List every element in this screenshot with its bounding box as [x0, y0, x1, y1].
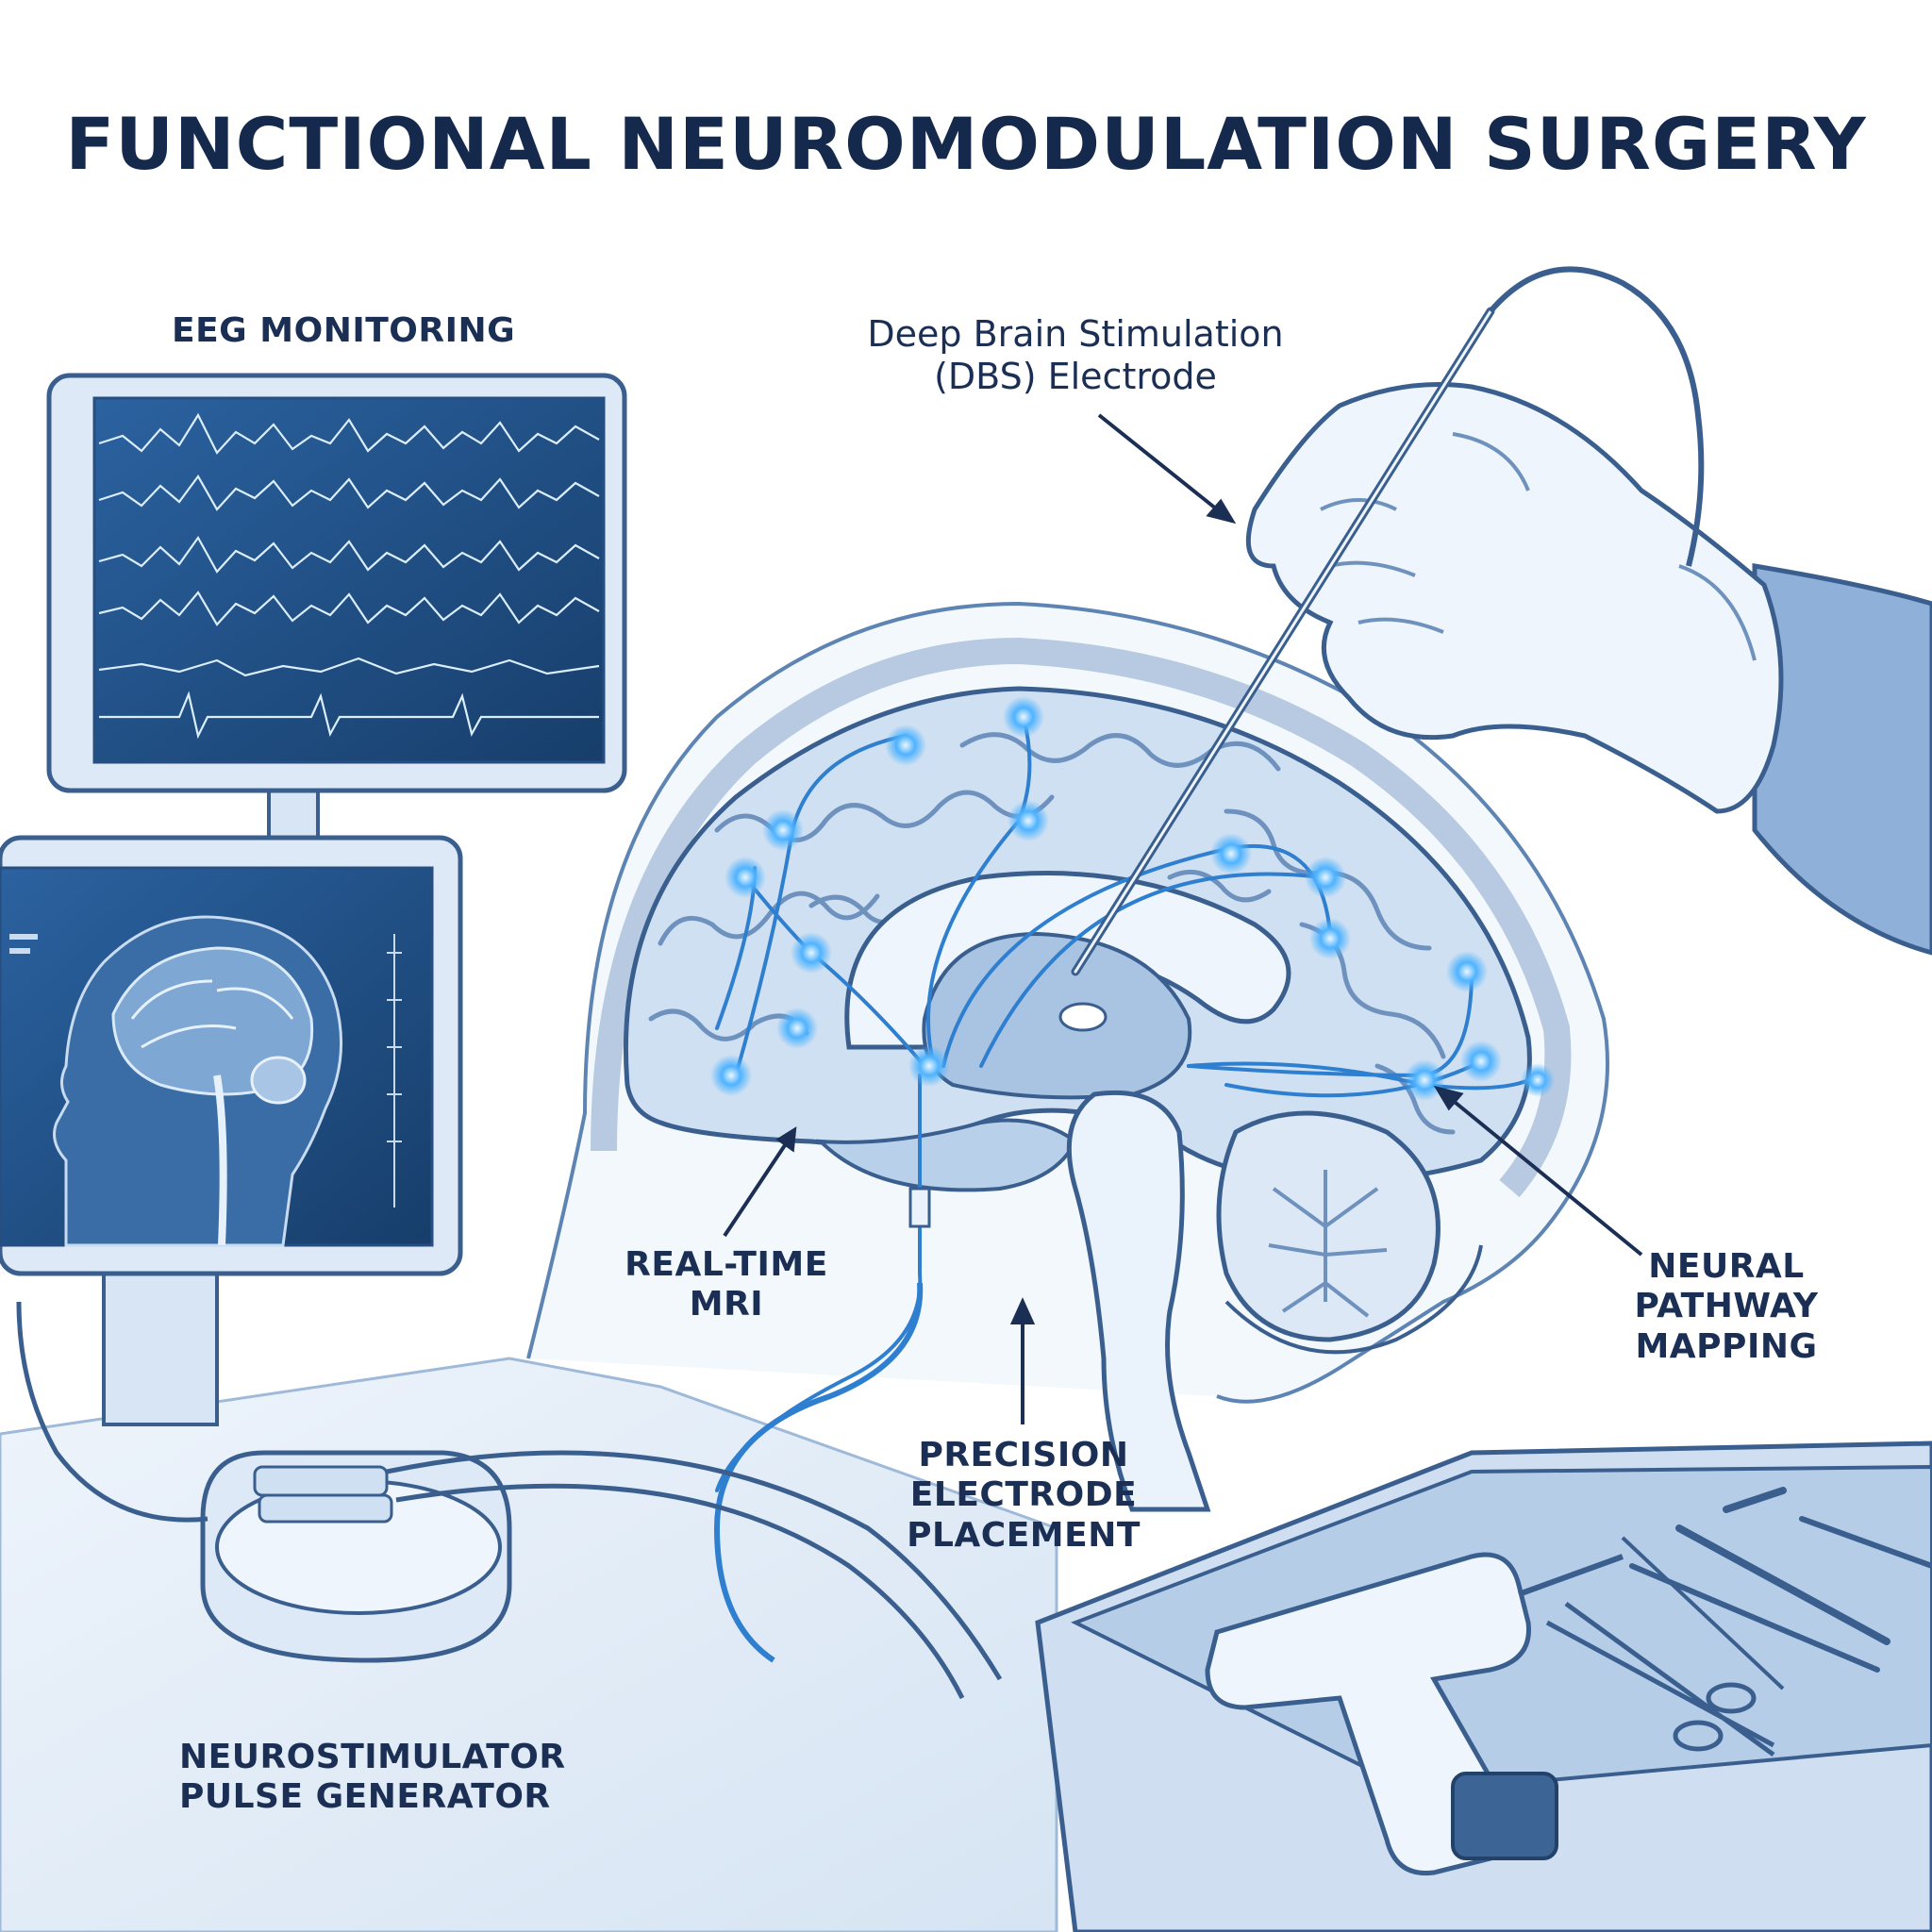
pathway-label-line3: MAPPING	[1635, 1326, 1818, 1366]
mri-label-line2: MRI	[689, 1285, 764, 1324]
page-title: FUNCTIONAL NEUROMODULATION SURGERY	[65, 102, 1867, 186]
mri-label-line1: REAL-TIME	[625, 1245, 828, 1284]
pointer-arrows	[723, 413, 1643, 1424]
pathway-label-line1: NEURAL	[1648, 1247, 1805, 1286]
brainstem	[1066, 1090, 1211, 1512]
eeg-monitoring-label: EEG MONITORING	[172, 311, 516, 350]
eeg-monitor	[46, 373, 627, 903]
precision-label-line3: PLACEMENT	[907, 1515, 1141, 1555]
brain-cross-section	[526, 601, 1609, 1512]
electrode-lead	[713, 1282, 924, 1663]
eeg-traces	[98, 412, 600, 740]
neural-pathway-mapping-label: NEURAL PATHWAY MAPPING	[1594, 1247, 1858, 1367]
pulse-generator	[16, 1301, 1003, 1700]
neurostimulator-pulse-generator-label: NEUROSTIMULATOR PULSE GENERATOR	[179, 1738, 566, 1818]
precision-label-line2: ELECTRODE	[909, 1475, 1138, 1515]
target-nucleus	[1058, 1002, 1108, 1032]
mri-arrow	[723, 1135, 792, 1238]
pathway-nodes	[710, 696, 1555, 1101]
generator-label-line1: NEUROSTIMULATOR	[179, 1738, 566, 1776]
precision-label-line1: PRECISION	[918, 1436, 1129, 1474]
pathway-label-line2: PATHWAY	[1634, 1287, 1819, 1326]
real-time-mri-label: REAL-TIME MRI	[585, 1245, 868, 1325]
dbs-arrow	[1097, 413, 1228, 519]
precision-electrode-placement-label: PRECISION ELECTRODE PLACEMENT	[868, 1436, 1179, 1556]
mri-monitor	[0, 835, 463, 1426]
dbs-electrode	[1071, 266, 1705, 976]
dbs-electrode-label: Deep Brain Stimulation (DBS) Electrode	[830, 313, 1321, 398]
generator-label-line2: PULSE GENERATOR	[179, 1777, 551, 1817]
pathway-arrow	[1443, 1092, 1643, 1257]
dbs-label-line2: (DBS) Electrode	[934, 355, 1217, 397]
dbs-label-line1: Deep Brain Stimulation	[867, 313, 1284, 355]
instrument-tray	[1035, 1441, 1932, 1932]
